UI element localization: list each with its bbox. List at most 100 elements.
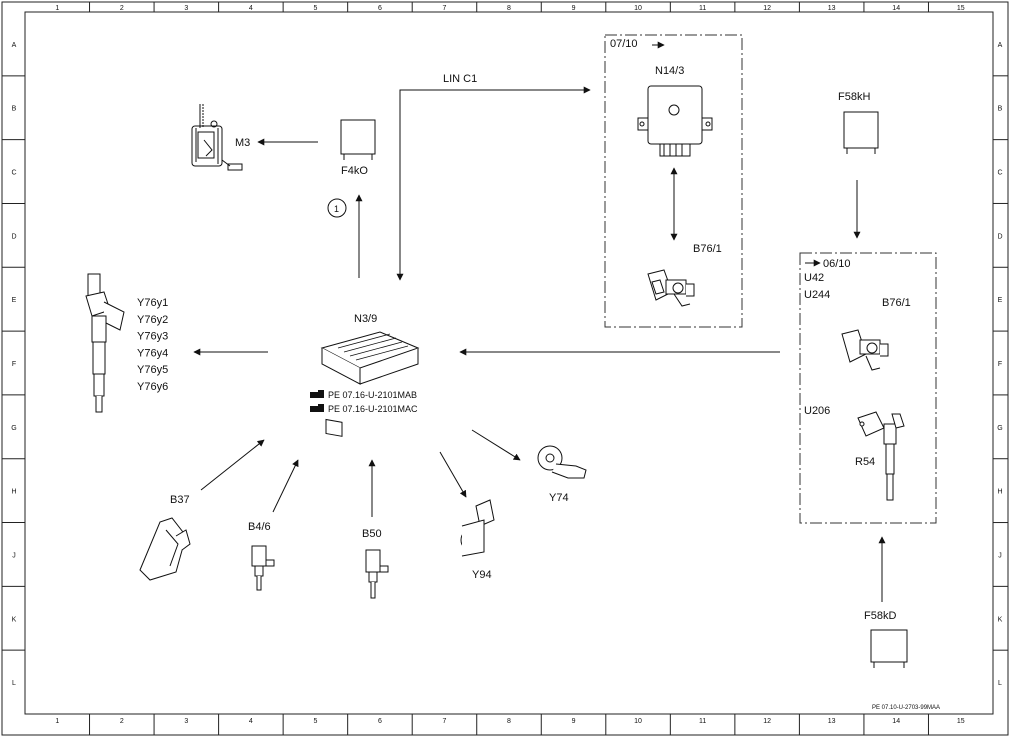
column-number: 3 — [184, 5, 188, 12]
column-number: 2 — [120, 718, 124, 725]
row-letter: E — [12, 297, 17, 304]
b4-6-sensor-drawing — [251, 545, 275, 591]
y94-label: Y94 — [472, 569, 492, 581]
n14-3-control-unit-drawing — [637, 85, 713, 157]
b37-pedal-sensor-drawing — [139, 517, 191, 581]
b76-1-right-sensor-drawing — [841, 329, 889, 371]
u244-label: U244 — [804, 289, 830, 301]
column-number: 3 — [184, 718, 188, 725]
f58kd-relay-drawing — [870, 629, 908, 668]
svg-text:PE 07.16-U-2101MAB: PE 07.16-U-2101MAB — [328, 390, 417, 400]
b4-6-label: B4/6 — [248, 521, 271, 533]
n3-9-ecu-drawing — [320, 331, 420, 437]
column-number: 1 — [55, 718, 59, 725]
footer-reference: PE 07.10-U-2703-99MAA — [872, 705, 940, 711]
m3-label: M3 — [235, 137, 250, 149]
f58kd-label: F58kD — [864, 610, 896, 622]
hand-pointer-icon — [310, 390, 324, 398]
injector-label: Y76y3 — [137, 331, 168, 343]
b50-sensor-drawing — [365, 549, 389, 599]
dashed-box-n14-3 — [604, 34, 743, 328]
column-number: 6 — [378, 5, 382, 12]
row-letter: D — [997, 233, 1002, 240]
row-letter: B — [998, 106, 1003, 113]
b37-label: B37 — [170, 494, 190, 506]
r54-label: R54 — [855, 456, 875, 468]
row-letter: K — [998, 616, 1003, 623]
dashed-box-right-module — [799, 252, 937, 524]
y74-valve-drawing — [537, 445, 587, 479]
lin-bus-label: LIN C1 — [443, 73, 477, 85]
svg-text:1: 1 — [334, 204, 339, 214]
column-number: 12 — [763, 718, 771, 725]
svg-text:PE 07.16-U-2101MAC: PE 07.16-U-2101MAC — [328, 404, 418, 414]
row-letter: F — [998, 361, 1002, 368]
n3-9-label: N3/9 — [354, 313, 377, 325]
b37-to-n3-9-arrow — [200, 439, 265, 491]
f4ko-relay-drawing — [340, 119, 376, 160]
y76-injector-drawing — [85, 273, 125, 413]
u42-label: U42 — [804, 272, 824, 284]
pe-reference-2: PE 07.16-U-2101MAC — [310, 404, 418, 414]
f4ko-label: F4kO — [341, 165, 368, 177]
column-number: 5 — [313, 718, 317, 725]
column-number: 7 — [443, 5, 447, 12]
inner-frame — [24, 11, 994, 715]
f58kh-label: F58kH — [838, 91, 870, 103]
date-label-top: 07/10 — [610, 38, 638, 50]
hand-pointer-icon — [310, 404, 324, 412]
b76-1-top-sensor-drawing — [647, 269, 695, 307]
y74-label: Y74 — [549, 492, 569, 504]
row-letter: L — [12, 680, 16, 687]
u206-label: U206 — [804, 405, 830, 417]
row-letter: D — [11, 233, 16, 240]
injector-label: Y76y2 — [137, 314, 168, 326]
row-letter: C — [997, 170, 1002, 177]
row-letter: J — [12, 552, 16, 559]
row-letter: H — [997, 489, 1002, 496]
n14-3-label: N14/3 — [655, 65, 684, 77]
row-letter: K — [12, 616, 17, 623]
column-number: 2 — [120, 5, 124, 12]
row-letter: J — [998, 552, 1002, 559]
row-letter: A — [998, 42, 1003, 49]
column-number: 13 — [828, 5, 836, 12]
b4-6-to-n3-9-arrow — [272, 459, 299, 513]
row-letter: E — [998, 297, 1003, 304]
m3-fuel-pump-drawing — [191, 104, 243, 171]
column-number: 5 — [313, 5, 317, 12]
column-number: 11 — [699, 718, 706, 725]
date-label-right: 06/10 — [823, 258, 851, 270]
column-number: 7 — [443, 718, 447, 725]
column-number: 15 — [957, 718, 965, 725]
column-number: 8 — [507, 5, 511, 12]
f58kh-relay-drawing — [843, 111, 879, 154]
column-number: 9 — [572, 5, 576, 12]
b50-label: B50 — [362, 528, 382, 540]
column-number: 8 — [507, 718, 511, 725]
y94-valve-drawing — [460, 499, 495, 557]
injector-label: Y76y4 — [137, 347, 168, 359]
b76-1-top-label: B76/1 — [693, 243, 722, 255]
column-number: 12 — [763, 5, 771, 12]
column-number: 14 — [892, 5, 900, 12]
column-number: 15 — [957, 5, 965, 12]
column-number: 13 — [828, 718, 836, 725]
injector-label: Y76y5 — [137, 364, 168, 376]
row-letter: L — [998, 680, 1002, 687]
n3-9-to-y94-arrow — [439, 451, 467, 498]
row-letter: G — [11, 425, 16, 432]
row-letter: F — [12, 361, 16, 368]
column-number: 9 — [572, 718, 576, 725]
n3-9-to-y74-arrow — [471, 429, 521, 461]
column-number: 14 — [892, 718, 900, 725]
injector-label: Y76y6 — [137, 381, 168, 393]
column-number: 10 — [634, 5, 642, 12]
row-letter: C — [11, 170, 16, 177]
column-number: 1 — [55, 5, 59, 12]
